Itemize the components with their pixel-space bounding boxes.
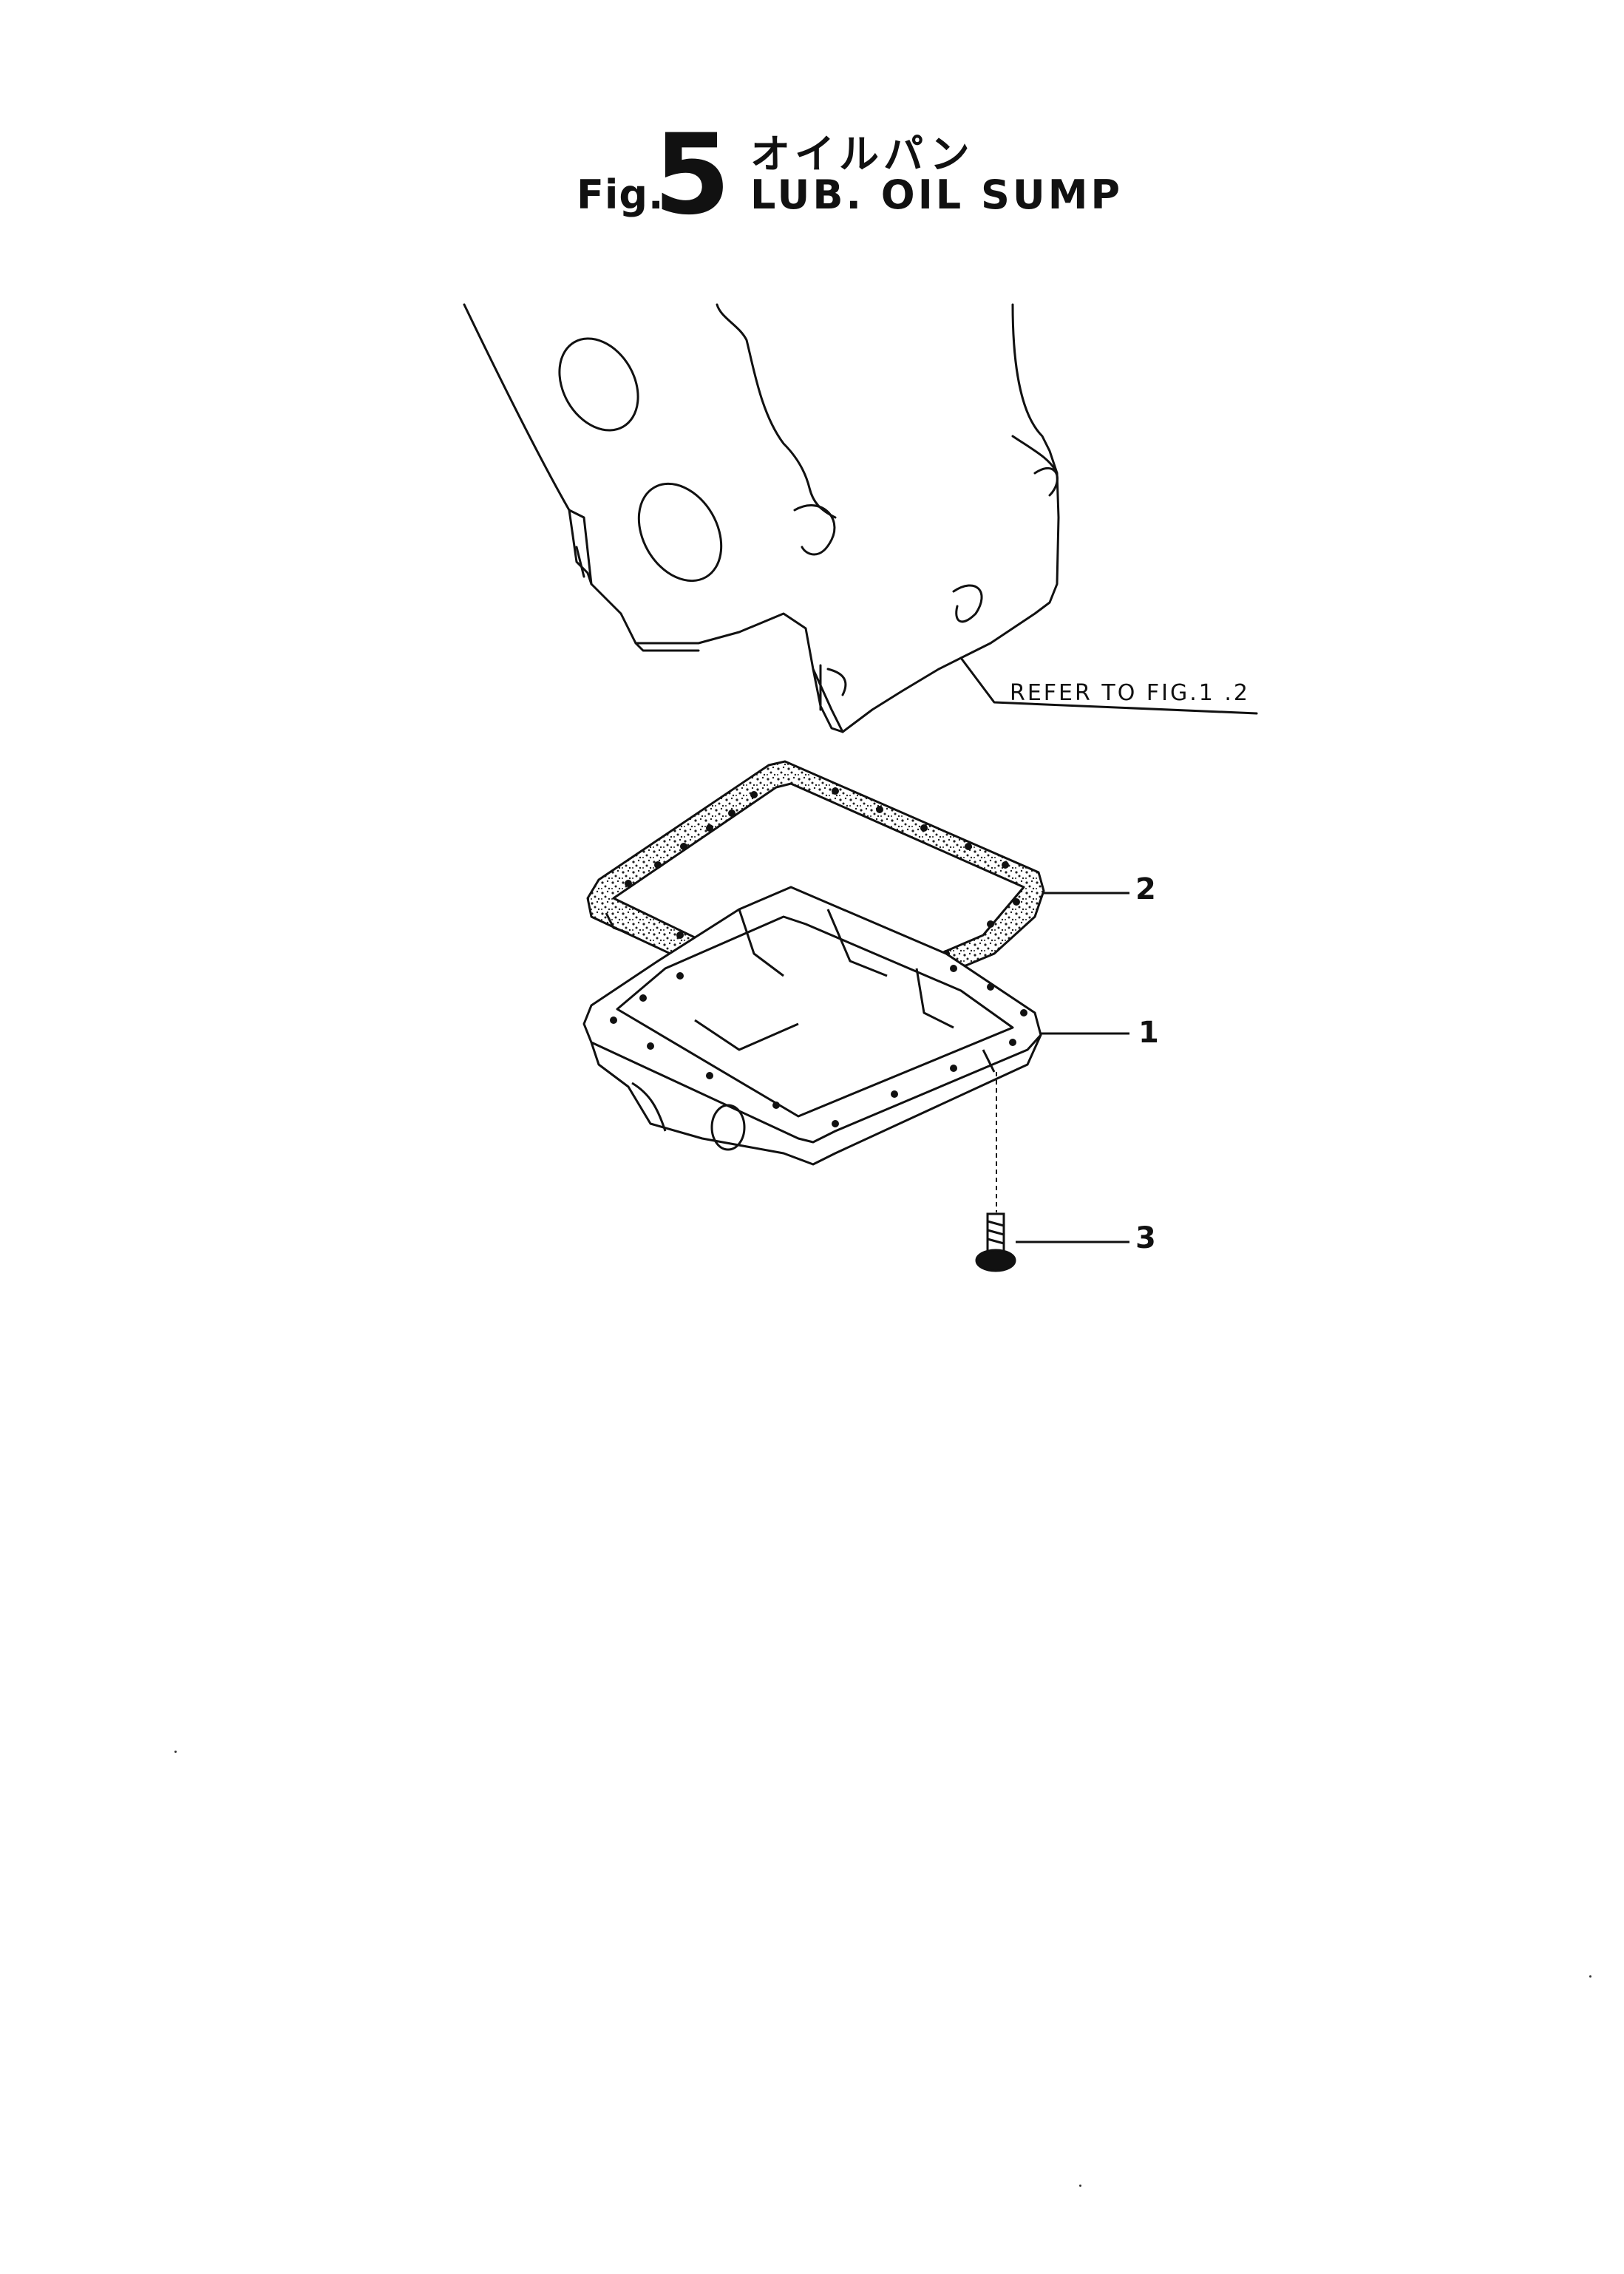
title-english: LUB. OIL SUMP [750, 172, 1124, 218]
scan-speck [1589, 1975, 1591, 1978]
scan-speck [174, 1751, 177, 1753]
reference-note: REFER TO FIG.1 .2 [1010, 680, 1250, 706]
callout-part-3: 3 [1135, 1221, 1156, 1255]
fig-number: 5 [653, 111, 731, 240]
callout-part-2: 2 [1135, 872, 1156, 906]
engine-block-outline [463, 303, 1258, 733]
fig-prefix: Fig. [577, 172, 665, 218]
callout-part-1: 1 [1138, 1016, 1159, 1050]
scan-speck [1079, 2185, 1081, 2187]
title-japanese: オイルパン [750, 131, 974, 177]
bolt-part-3 [975, 1212, 1016, 1272]
oil-pan-part-1 [582, 886, 1042, 1166]
figure-title: Fig. 5 オイルパン LUB. OIL SUMP [577, 118, 1138, 237]
